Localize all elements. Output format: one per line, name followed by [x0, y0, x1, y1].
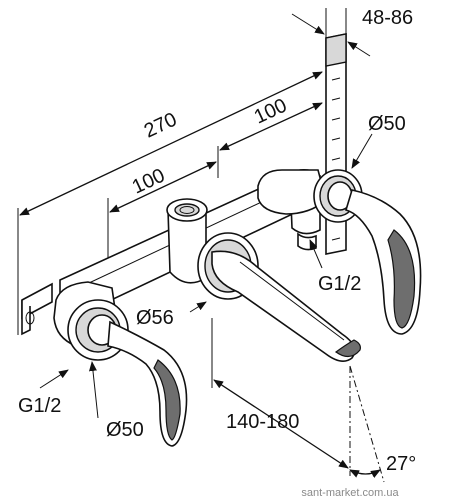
dimension-left-rosette: Ø50: [88, 361, 144, 441]
label-spout-diameter: Ø56: [136, 307, 174, 329]
watermark-text: sant-market.com.ua: [301, 487, 399, 499]
spout-drawing: [197, 232, 361, 362]
label-spacing-left: 100: [129, 164, 169, 198]
label-spout-angle: 27°: [386, 453, 416, 475]
label-left-rosette-diameter: Ø50: [106, 419, 144, 441]
dimension-spout-angle: 27°: [349, 365, 416, 483]
label-right-rosette-diameter: Ø50: [368, 113, 406, 135]
dimension-depth: 48-86: [291, 7, 413, 57]
label-thread-right: G1/2: [318, 273, 361, 295]
dimension-right-rosette: Ø50: [351, 113, 406, 169]
lever-handle-drawing-left: [107, 320, 188, 447]
dimension-thread-right: G1/2: [309, 239, 361, 295]
label-thread-left: G1/2: [18, 395, 61, 417]
dimension-spout-projection: 140-180: [211, 318, 351, 476]
dimension-thread-left: G1/2: [18, 369, 69, 417]
wall-bracket-drawing: [21, 282, 53, 336]
faucet-body-drawing: [59, 169, 323, 313]
label-spacing-right: 100: [251, 94, 291, 128]
label-overall-length: 270: [141, 108, 181, 142]
label-spout-projection: 140-180: [226, 411, 299, 433]
dimension-spout: Ø56: [136, 301, 207, 329]
lever-handle-drawing-right: [345, 189, 422, 335]
label-depth-range: 48-86: [362, 7, 413, 29]
dimension-spacing-right: 100: [217, 94, 323, 178]
